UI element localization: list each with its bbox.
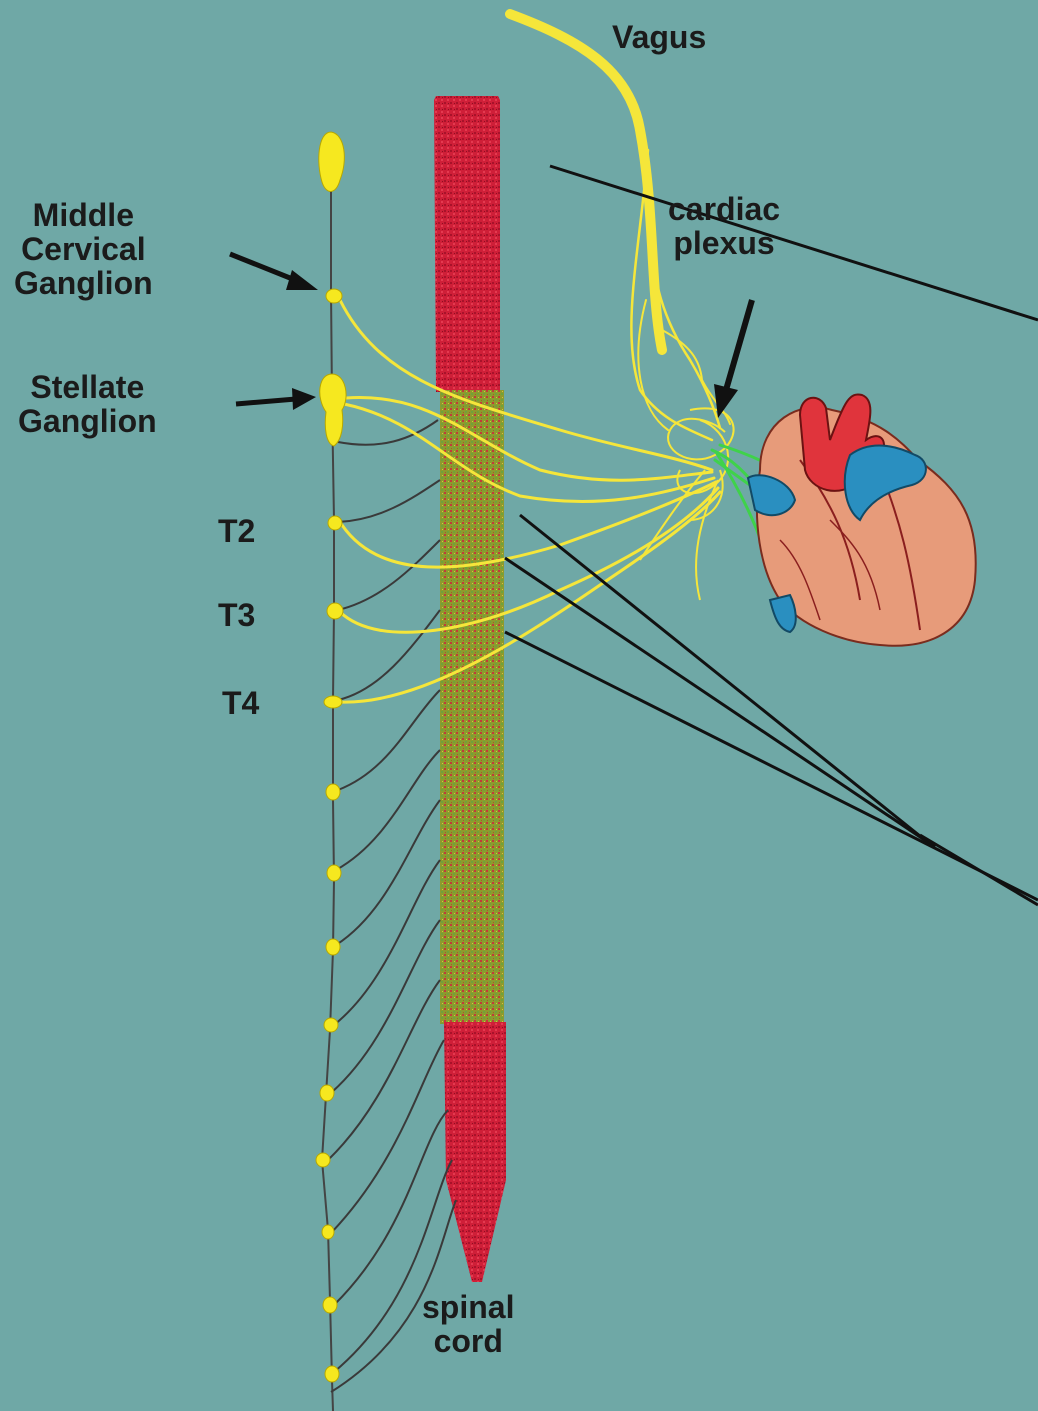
ganglion — [322, 1225, 334, 1239]
cardiac-nerves — [340, 300, 720, 702]
label-middle-cervical-ganglion: Middle Cervical Ganglion — [14, 198, 153, 300]
arrow-stellate — [236, 388, 316, 410]
ganglion — [326, 939, 340, 955]
label-t4: T4 — [222, 686, 259, 720]
label-t2: T2 — [218, 514, 255, 548]
heart-icon — [748, 394, 976, 645]
sympathetic-chain — [322, 150, 334, 1411]
ganglion — [327, 865, 341, 881]
ganglion-t4 — [324, 696, 342, 708]
label-cardiac-plexus: cardiac plexus — [668, 192, 780, 260]
ganglion-t3 — [327, 603, 343, 619]
leader-line-thoracic-3 — [505, 632, 1038, 900]
leader-line-upper — [550, 166, 1038, 320]
label-stellate-ganglion: Stellate Ganglion — [18, 370, 157, 438]
cardiac-plexus — [640, 408, 734, 600]
ganglion-t2 — [328, 516, 342, 530]
superior-cervical-ganglion — [319, 132, 345, 192]
spinal-cord-lower-segment — [444, 1022, 506, 1282]
arrow-cardiac-plexus — [714, 300, 752, 418]
arrow-middle-cervical — [230, 254, 318, 290]
spinal-cord-upper-segment — [434, 96, 500, 392]
ganglion — [316, 1153, 330, 1167]
label-vagus: Vagus — [612, 20, 706, 54]
label-t3: T3 — [218, 598, 255, 632]
middle-cervical-ganglion — [326, 289, 342, 303]
label-spinal-cord: spinal cord — [422, 1290, 514, 1358]
ganglion — [326, 784, 340, 800]
ganglion — [320, 1085, 334, 1101]
ganglion — [324, 1018, 338, 1032]
spinal-cord — [434, 96, 506, 1282]
ganglion — [323, 1297, 337, 1313]
stellate-ganglion — [320, 374, 346, 446]
leader-line-junction — [920, 835, 1038, 905]
ganglion — [325, 1366, 339, 1382]
